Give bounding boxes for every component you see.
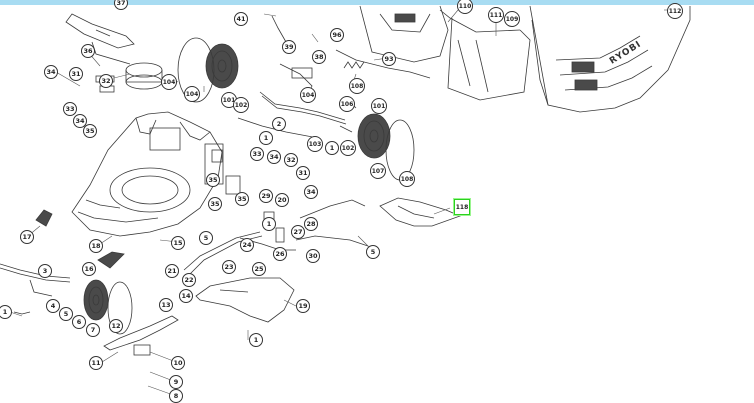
callout-13[interactable]: 13 [159,298,173,312]
callout-34a[interactable]: 34 [73,114,87,128]
callout-31[interactable]: 31 [69,67,83,81]
callout-5c[interactable]: 5 [59,307,73,321]
callout-1b[interactable]: 1 [325,141,339,155]
callout-93[interactable]: 39 [282,40,296,54]
callout-18[interactable]: 18 [89,239,103,253]
callout-2[interactable]: 2 [272,117,286,131]
front-wheel [83,279,133,335]
callout-100b[interactable]: 101 [371,98,387,114]
callout-11[interactable]: 11 [89,356,103,370]
callout-14[interactable]: 14 [179,289,193,303]
top-accent-bar [0,0,754,5]
callout-9[interactable]: 9 [169,375,183,389]
switch-box [65,13,135,49]
callout-112[interactable]: 112 [667,3,683,19]
callout-24[interactable]: 24 [240,238,254,252]
callout-1a[interactable]: 1 [259,131,273,145]
callout-36[interactable]: 35 [235,192,249,206]
callout-23[interactable]: 23 [222,260,236,274]
callout-42[interactable]: 37 [114,0,128,10]
callout-38b[interactable]: 34 [304,185,318,199]
callout-106[interactable]: 107 [370,163,386,179]
callout-103b[interactable]: 104 [184,86,200,102]
handle-bars [237,49,431,247]
callout-3[interactable]: 3 [38,264,52,278]
callout-12[interactable]: 12 [109,319,123,333]
callout-10[interactable]: 10 [171,356,185,370]
callout-16[interactable]: 16 [82,262,96,276]
callout-104[interactable]: 106 [339,96,355,112]
callout-6[interactable]: 6 [72,315,86,329]
handle-cable [271,15,313,95]
callout-27[interactable]: 27 [291,225,305,239]
callout-96[interactable]: 41 [234,12,248,26]
callout-19[interactable]: 19 [296,299,310,313]
callout-15[interactable]: 15 [171,236,185,250]
callout-92[interactable]: 38 [312,50,326,64]
callout-101b[interactable]: 102 [340,140,356,156]
callout-1d[interactable]: 1 [0,305,12,319]
callout-4[interactable]: 4 [46,299,60,313]
callout-1c[interactable]: 1 [262,217,276,231]
side-discharge-chute [379,197,462,227]
callout-21[interactable]: 21 [165,264,179,278]
callout-31b[interactable]: 31 [296,166,310,180]
rear-skirt [195,277,295,323]
callout-38[interactable]: 34 [44,65,58,79]
callout-28[interactable]: 28 [304,217,318,231]
callout-98[interactable]: 93 [382,52,396,66]
callout-34b[interactable]: 34 [267,150,281,164]
callout-33a[interactable]: 33 [63,102,77,116]
callout-32b[interactable]: 32 [284,153,298,167]
height-adjust-levers [183,149,285,275]
callout-110[interactable]: 110 [457,0,473,14]
callout-111[interactable]: 111 [488,7,504,23]
callout-5a[interactable]: 5 [199,231,213,245]
callout-22[interactable]: 22 [182,273,196,287]
front-axle [0,263,71,297]
callout-41[interactable]: 36 [81,44,95,58]
grass-catcher-bag [439,5,691,113]
callout-37[interactable]: 35 [206,173,220,187]
callout-101a[interactable]: 102 [233,97,249,113]
callout-118-highlighted[interactable]: 118 [454,199,470,215]
callout-29[interactable]: 29 [259,189,273,203]
callout-5b[interactable]: 5 [366,245,380,259]
callout-39[interactable]: 35 [83,124,97,138]
callout-108[interactable]: 108 [349,78,365,94]
callout-17[interactable]: 17 [20,230,34,244]
callout-8[interactable]: 8 [169,389,183,403]
callout-32[interactable]: 32 [99,74,113,88]
callout-35[interactable]: 35 [208,197,222,211]
callout-20[interactable]: 20 [275,193,289,207]
callout-33b[interactable]: 33 [250,147,264,161]
callout-7[interactable]: 7 [86,323,100,337]
mulch-plug [35,209,125,269]
callout-102[interactable]: 103 [307,136,323,152]
callout-103a[interactable]: 104 [161,74,177,90]
callout-1e[interactable]: 1 [249,333,263,347]
rear-wheel-top [177,37,239,103]
callout-109[interactable]: 109 [504,11,520,27]
callout-30[interactable]: 30 [306,249,320,263]
cutting-blade [103,315,179,356]
callout-99[interactable]: 96 [330,28,344,42]
callout-26[interactable]: 26 [273,247,287,261]
callout-25[interactable]: 25 [252,262,266,276]
rear-flap [359,5,449,63]
callout-107[interactable]: 108 [399,171,415,187]
callout-103c[interactable]: 104 [300,87,316,103]
